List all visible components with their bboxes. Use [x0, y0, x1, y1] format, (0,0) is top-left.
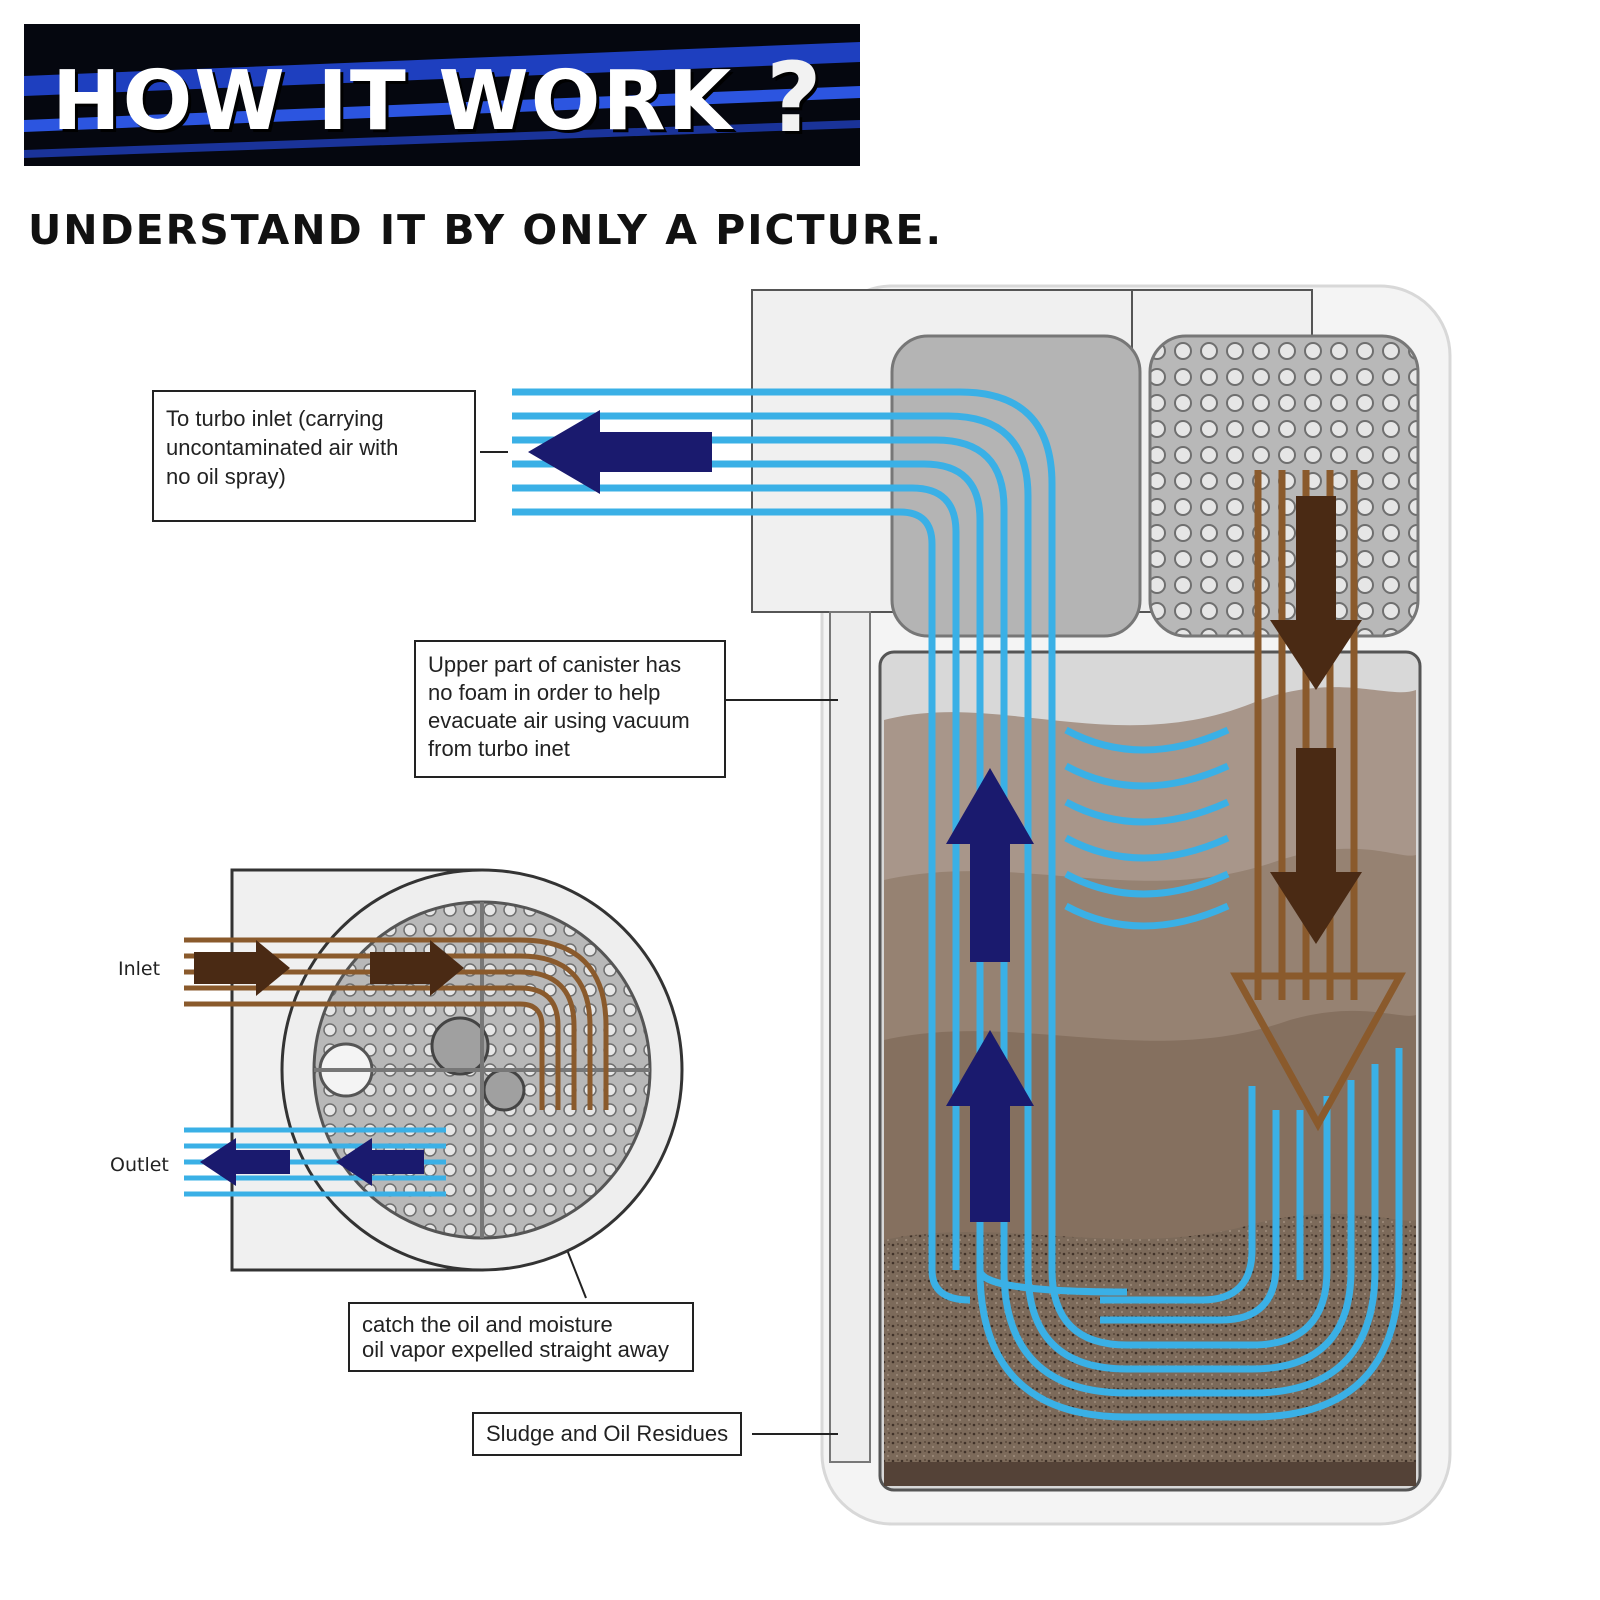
callout-upper-part-line-1: Upper part of canister has — [428, 652, 682, 677]
callout-upper-part-line-3: evacuate air using vacuum — [428, 708, 690, 733]
callout-catch-oil-line-1: catch the oil and moisture — [362, 1312, 613, 1337]
callout-upper-part-line-2: no foam in order to help — [428, 680, 661, 705]
blue-arrow-up — [946, 768, 1034, 1222]
callout-catch-oil: catch the oil and moisture oil vapor exp… — [348, 1302, 694, 1372]
brown-arrow-down — [1270, 496, 1362, 944]
inset-dirty-flow-lines — [184, 937, 609, 1110]
callout-catch-oil-line-2: oil vapor expelled straight away — [362, 1337, 669, 1362]
callout-sludge: Sludge and Oil Residues — [472, 1412, 742, 1456]
callout-turbo-inlet-line-1: To turbo inlet (carrying — [166, 406, 384, 431]
clean-air-flow-lines — [512, 388, 1403, 1421]
inset-blue-arrows — [200, 1138, 424, 1186]
u-turn-inner-lines — [1100, 1086, 1304, 1324]
cap-cutaway-inset — [230, 868, 684, 1272]
banner-stripes — [24, 42, 860, 158]
outline-arrow-down — [1230, 972, 1406, 1132]
banner-title: HOW IT WORK — [52, 54, 734, 149]
banner-question-mark: ? — [766, 42, 822, 154]
callout-sludge-text: Sludge and Oil Residues — [486, 1421, 729, 1446]
callout-turbo-inlet-line-2: uncontaminated air with — [166, 435, 399, 460]
inlet-label: Inlet — [118, 958, 161, 980]
outlet-label: Outlet — [110, 1154, 169, 1176]
dispersion-wave-lines — [1064, 726, 1230, 930]
blue-arrow-left — [528, 410, 712, 494]
subtitle: UNDERSTAND IT BY ONLY A PICTURE. — [28, 206, 944, 254]
callout-upper-part: Upper part of canister has no foam in or… — [414, 640, 726, 778]
callout-turbo-inlet: To turbo inlet (carrying uncontaminated … — [152, 390, 476, 522]
inset-brown-arrows — [194, 940, 464, 996]
callout-upper-part-line-4: from turbo inet — [428, 736, 570, 761]
callout-turbo-inlet-line-3: no oil spray) — [166, 464, 286, 489]
how-it-work-banner: HOW IT WORK ? — [24, 24, 860, 166]
